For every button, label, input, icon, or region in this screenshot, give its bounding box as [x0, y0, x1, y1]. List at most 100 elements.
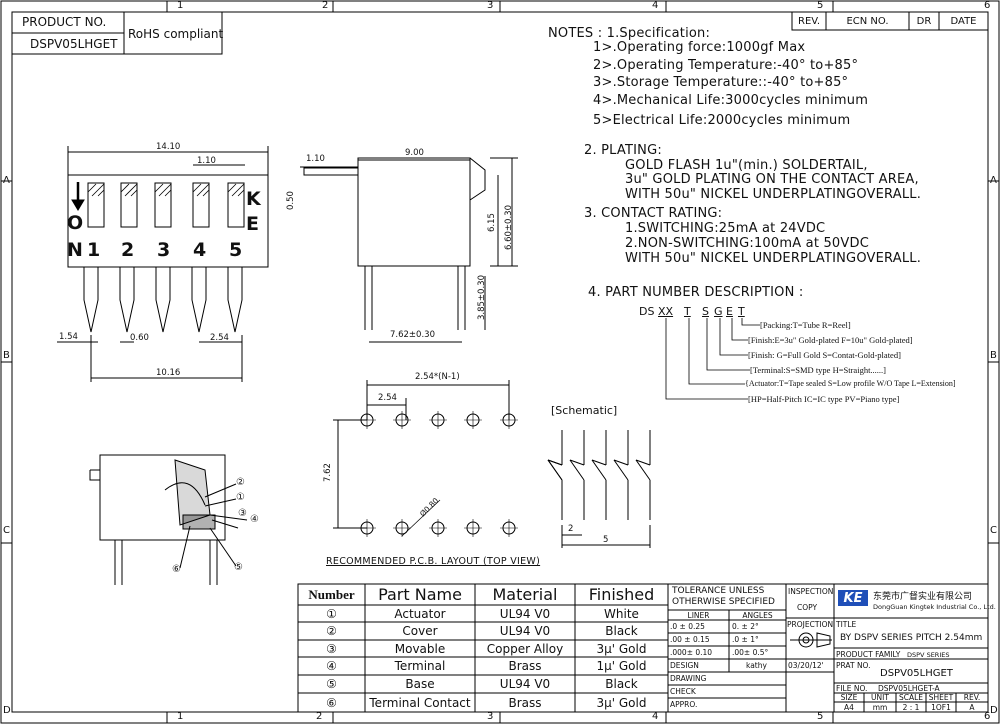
border-bottom-5: 5	[817, 711, 824, 722]
tolerance-angle-1: 0. ± 2°	[732, 622, 759, 631]
callout-4: ④	[250, 514, 259, 525]
dim-0-60: 0.60	[130, 333, 149, 343]
bom-cell-material: UL94 V0	[499, 624, 551, 638]
pn-code-t: T	[684, 305, 691, 318]
bom-cell-number: ④	[326, 659, 337, 673]
tolerance-title-2: OTHERWISE SPECIFIED	[672, 597, 775, 607]
tolerance-angles-header: ANGLES	[742, 610, 773, 620]
copy-label: COPY	[797, 603, 818, 612]
pn-line-actuator: {Actuator:T=Tape sealed S=Low profile W/…	[745, 379, 956, 388]
bom-cell-name: Movable	[394, 641, 446, 656]
bom-cell-finish: Black	[605, 624, 638, 638]
company-logo: KE	[838, 590, 868, 606]
label-on-n: N	[67, 239, 83, 261]
border-letter-b-right: B	[990, 350, 997, 361]
bom-cell-material: UL94 V0	[499, 677, 551, 691]
border-number-1: 1	[177, 0, 184, 11]
dim-side-6-15: 6.15	[487, 213, 497, 232]
bom-cell-name: Terminal Contact	[369, 695, 471, 710]
rohs-label: RoHS compliant	[128, 27, 224, 41]
border-letter-a-right: A	[990, 175, 997, 186]
bom-cell-number: ⑤	[326, 677, 337, 691]
bom-cell-finish: 3μ' Gold	[596, 695, 647, 710]
callout-6: ⑥	[172, 564, 181, 575]
pn-line-packing: [Packing:T=Tube R=Reel]	[760, 320, 851, 330]
switch-number-5: 5	[229, 239, 243, 261]
scale-value: 2 : 1	[902, 702, 920, 712]
spec-1: 1>.Operating force:1000gf Max	[593, 40, 806, 55]
dim-1-10-top: 1.10	[197, 156, 216, 166]
contact-3: WITH 50u" NICKEL UNDERPLATINGOVERALL.	[625, 251, 922, 266]
dim-side-9-00: 9.00	[405, 148, 424, 158]
bom-cell-finish: 1μ' Gold	[596, 659, 647, 673]
company-name-en: DongGuan Kingtek Industrial Co., Ltd.	[873, 603, 996, 611]
pn-code-e: E	[726, 305, 733, 318]
rev-header-bottom: REV.	[963, 693, 981, 702]
spec-5: 5>Electrical Life:2000cycles minimum	[593, 113, 851, 128]
pn-code-g: G	[714, 305, 723, 318]
part-number-title: 4. PART NUMBER DESCRIPTION :	[588, 285, 804, 300]
border-letter-a: A	[3, 175, 10, 186]
label-ke-k: K	[246, 188, 261, 210]
bom-cell-name: Base	[405, 677, 435, 691]
sheet-header: SHEET	[928, 693, 954, 702]
pn-line-pitch: [HP=Half-Pitch IC=IC type PV=Piano type]	[748, 394, 900, 404]
bom-cell-finish: 3μ' Gold	[596, 641, 647, 656]
dim-2-54-pitch: 2.54	[210, 333, 229, 343]
dim-pcb-pitch-n: 2.54*(N-1)	[415, 372, 460, 382]
border-number-4: 4	[652, 0, 659, 11]
dim-width-14-10: 14.10	[156, 142, 181, 152]
dim-pcb-7-62: 7.62	[323, 463, 333, 482]
drawing-label: DRAWING	[670, 674, 707, 683]
size-value: A4	[844, 702, 854, 712]
plating-title: 2. PLATING:	[584, 143, 662, 158]
pcb-hole	[500, 519, 518, 537]
border-number-5: 5	[817, 0, 824, 11]
product-family-label: PRODUCT FAMILY	[836, 650, 901, 659]
part-number-value: DSPV05LHGET	[880, 668, 953, 679]
border-letter-d: D	[3, 705, 11, 716]
inspection-label: INSPECTION	[788, 587, 834, 596]
bom-cell-material: Brass	[508, 695, 542, 710]
bom-cell-finish: Black	[605, 677, 638, 691]
bom-cell-name: Actuator	[394, 606, 446, 621]
designer-name: kathy	[746, 661, 767, 670]
border-letter-c-right: C	[990, 525, 997, 536]
rev-value: A	[969, 702, 975, 712]
spec-2: 2>.Operating Temperature:-40° to+85°	[593, 58, 859, 73]
label-ke-e: E	[246, 213, 259, 235]
design-label: DESIGN	[670, 661, 699, 670]
unit-header: UNIT	[871, 693, 889, 702]
bom-header-material: Material	[492, 585, 558, 604]
inspection-date: 03/20/12'	[788, 661, 824, 670]
tolerance-liner-2: .00 ± 0.15	[670, 635, 710, 644]
rev-header: REV.	[798, 15, 820, 27]
border-letter-c: C	[3, 525, 10, 536]
pn-code-t2: T	[738, 305, 745, 318]
drawing-title: BY DSPV SERIES PITCH 2.54mm	[840, 633, 983, 643]
pcb-hole	[464, 411, 482, 429]
company-name-cn: 东莞市广督实业有限公司	[873, 592, 973, 602]
pcb-hole	[500, 411, 518, 429]
switch-number-4: 4	[193, 239, 207, 261]
pcb-hole	[358, 519, 376, 537]
bom-cell-name: Cover	[402, 624, 438, 638]
projection-label: PROJECTION	[787, 620, 834, 629]
pn-line-terminal: [Terminal:S=SMD type H=Straight......]	[750, 365, 887, 375]
bom-cell-number: ③	[326, 641, 337, 656]
dim-side-6-60: 6.60±0.30	[504, 205, 514, 250]
plating-3: WITH 50u" NICKEL UNDERPLATINGOVERALL.	[625, 187, 922, 202]
dim-side-1-10: 1.10	[306, 154, 325, 164]
schematic-switch	[569, 430, 585, 520]
pn-line-finish-g: [Finish: G=Full Gold S=Contat-Gold-plate…	[748, 350, 901, 360]
sheet-value: 1OF1	[931, 702, 951, 712]
plating-1: GOLD FLASH 1u"(min.) SOLDERTAIL,	[625, 158, 868, 173]
file-number-label: FILE NO.	[836, 684, 868, 693]
product-family-value: DSPV SERIES	[907, 651, 950, 659]
dim-1-54: 1.54	[59, 332, 78, 342]
callout-2: ②	[236, 477, 245, 488]
contact-title: 3. CONTACT RATING:	[584, 206, 723, 221]
